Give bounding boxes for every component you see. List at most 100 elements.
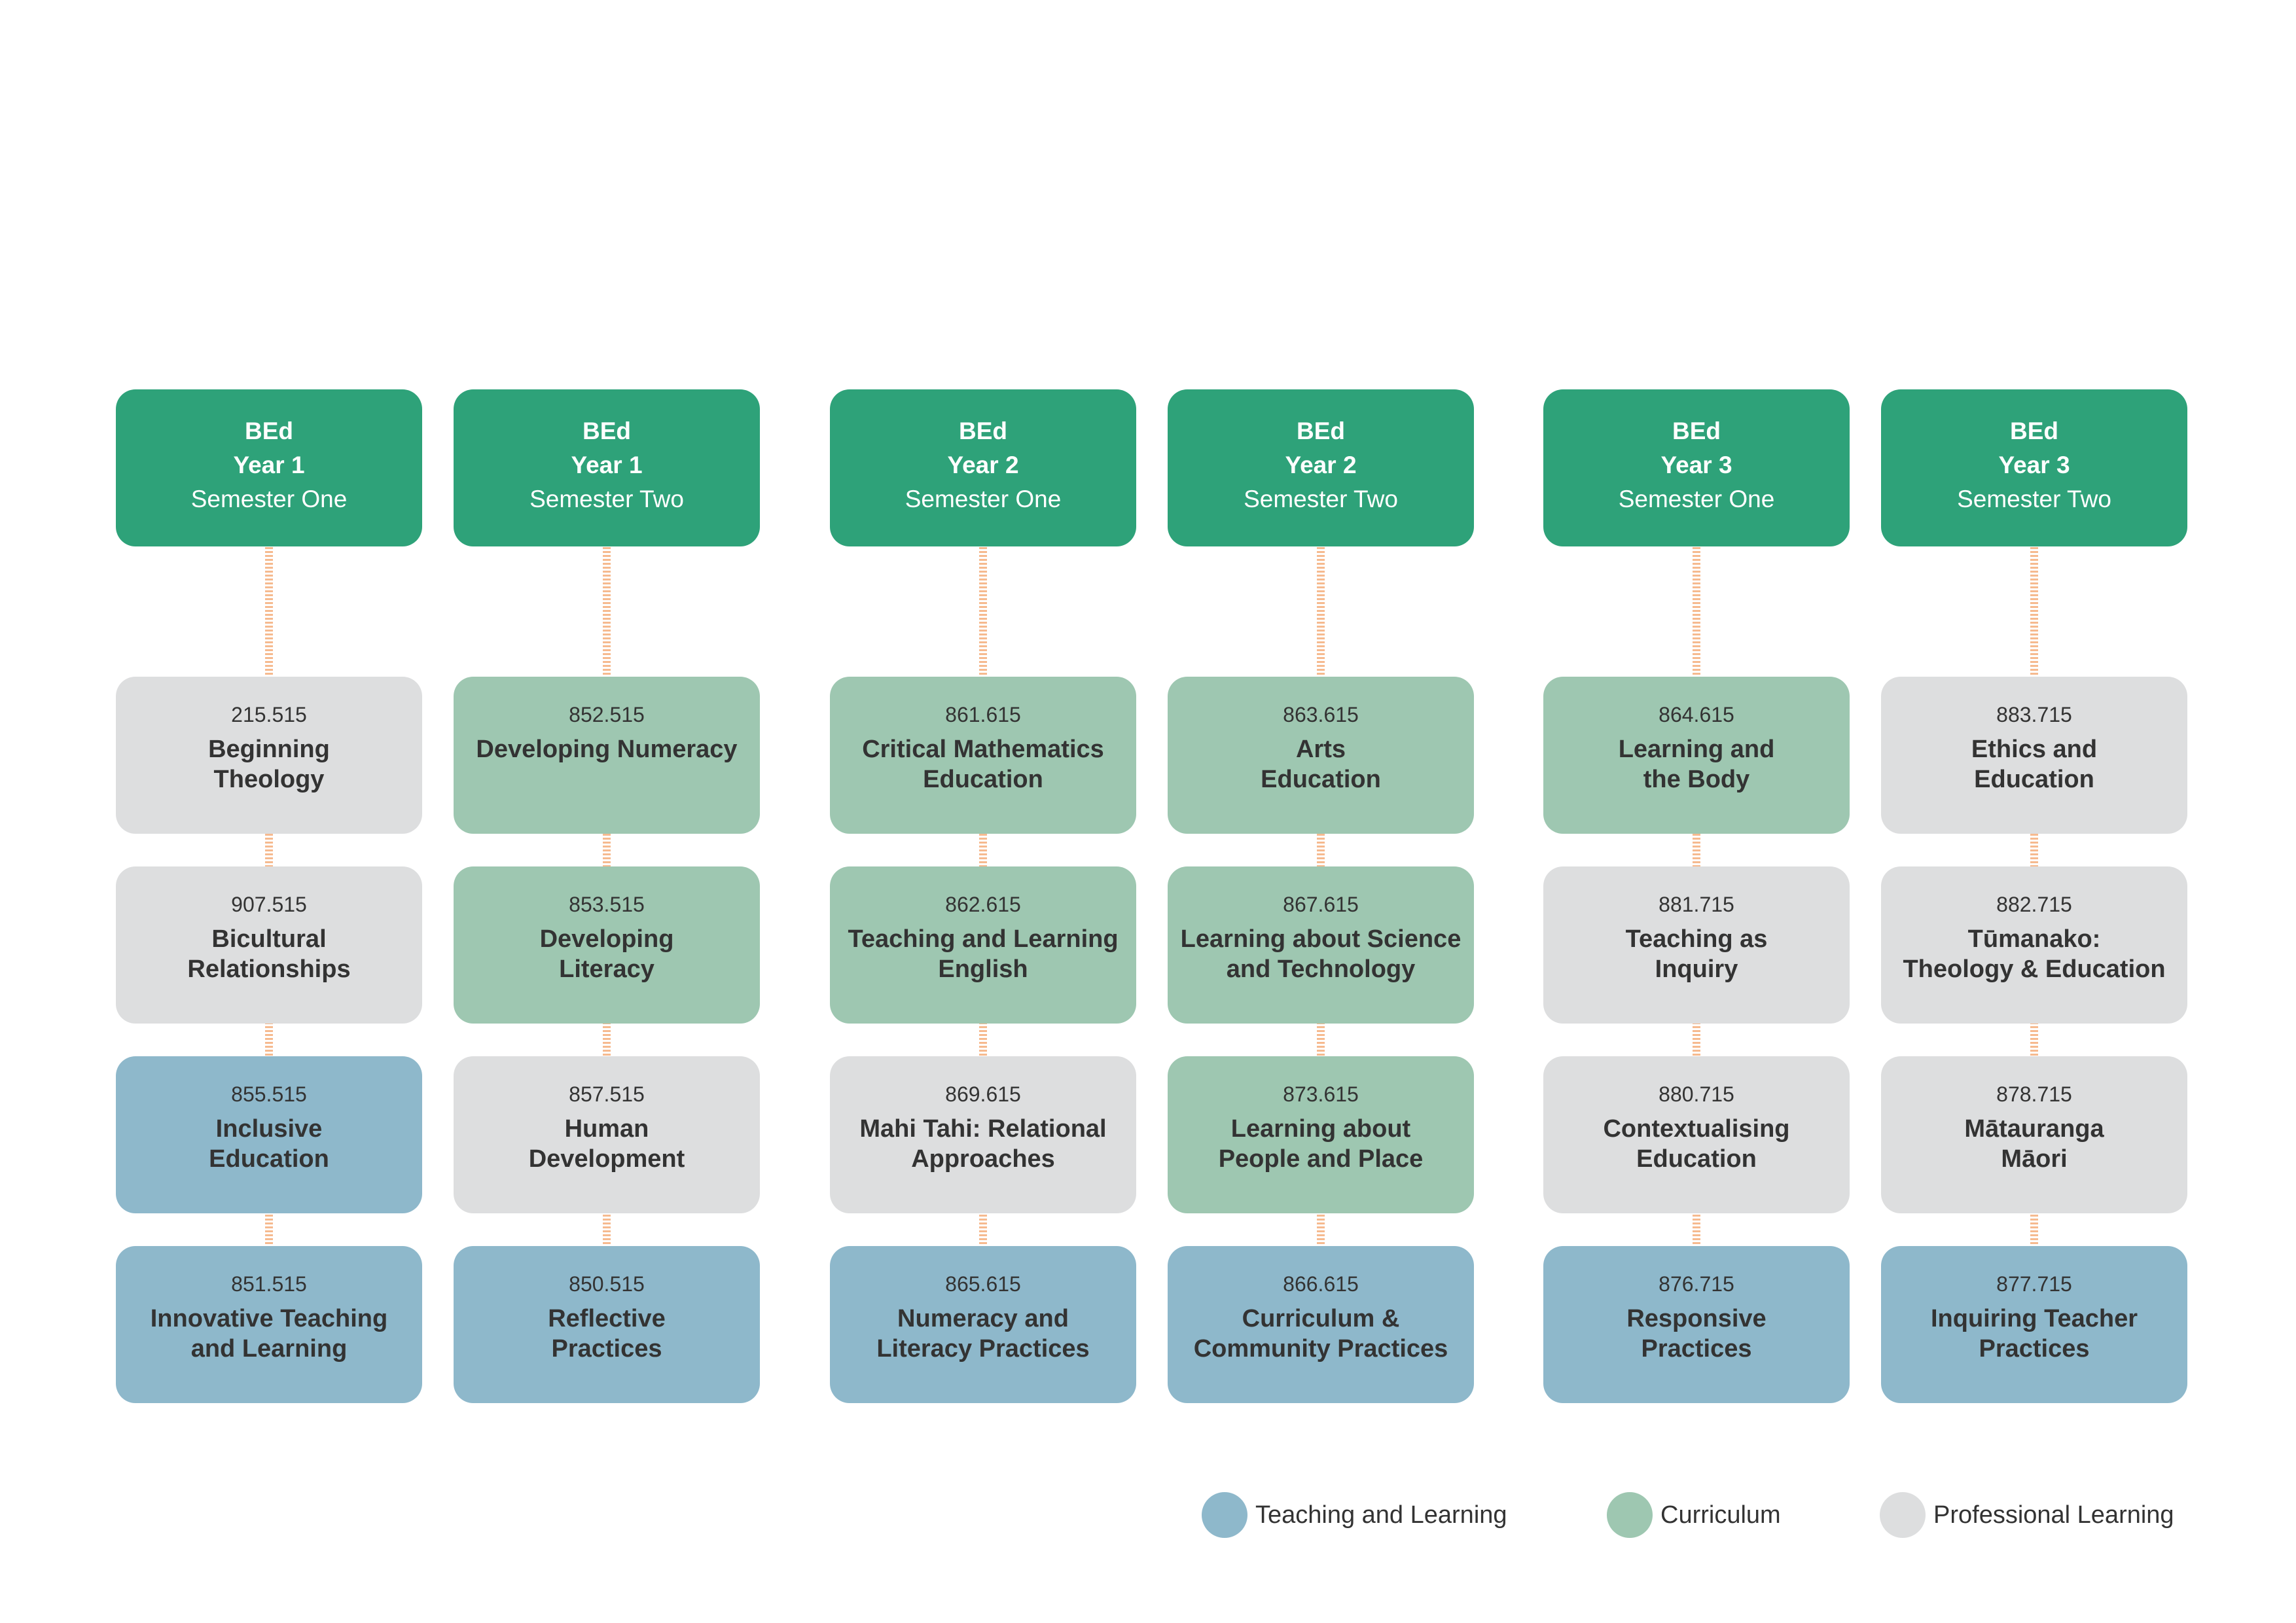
header-program: BEd — [1297, 418, 1345, 444]
course-title: Mātauranga Māori — [1964, 1115, 2104, 1173]
course-title: Tūmanako: Theology & Education — [1903, 925, 2166, 983]
course-title: Critical Mathematics Education — [862, 736, 1104, 793]
course-title: Numeracy and Literacy Practices — [876, 1305, 1090, 1363]
course-card: 866.615 Curriculum & Community Practices — [1168, 1246, 1474, 1403]
course-code: 853.515 — [569, 893, 645, 916]
header-year: Year 2 — [947, 452, 1019, 478]
header-program: BEd — [2010, 418, 2058, 444]
course-card: 869.615 Mahi Tahi: Relational Approaches — [830, 1056, 1136, 1213]
column-header: BEd Year 3 Semester Two — [1881, 389, 2187, 546]
course-card: 215.515 Beginning Theology — [116, 677, 422, 834]
course-code: 864.615 — [1659, 703, 1734, 726]
header-program: BEd — [1672, 418, 1721, 444]
header-semester: Semester Two — [1957, 486, 2111, 512]
course-card: 862.615 Teaching and Learning English — [830, 866, 1136, 1024]
header-semester: Semester Two — [529, 486, 684, 512]
column-header: BEd Year 2 Semester Two — [1168, 389, 1474, 546]
course-title: Developing Numeracy — [476, 736, 738, 763]
course-card: 867.615 Learning about Science and Techn… — [1168, 866, 1474, 1024]
course-card: 873.615 Learning about People and Place — [1168, 1056, 1474, 1213]
course-code: 852.515 — [569, 703, 645, 726]
course-title: Teaching as Inquiry — [1625, 925, 1768, 983]
course-code: 857.515 — [569, 1082, 645, 1106]
course-code: 862.615 — [945, 893, 1021, 916]
course-title: Reflective Practices — [548, 1305, 666, 1363]
header-program: BEd — [583, 418, 631, 444]
course-card: 880.715 Contextualising Education — [1543, 1056, 1850, 1213]
legend-label: Professional Learning — [1933, 1501, 2174, 1529]
course-title: Mahi Tahi: Relational Approaches — [859, 1115, 1107, 1173]
course-code: 877.715 — [1996, 1272, 2072, 1296]
course-title: Responsive Practices — [1626, 1305, 1767, 1363]
course-card: 878.715 Mātauranga Māori — [1881, 1056, 2187, 1213]
course-code: 873.615 — [1283, 1082, 1359, 1106]
course-card: 865.615 Numeracy and Literacy Practices — [830, 1246, 1136, 1403]
header-year: Year 3 — [1660, 452, 1732, 478]
course-card: 855.515 Inclusive Education — [116, 1056, 422, 1213]
header-semester: Semester One — [905, 486, 1062, 512]
column-header: BEd Year 1 Semester One — [116, 389, 422, 546]
column-header: BEd Year 3 Semester One — [1543, 389, 1850, 546]
course-card: 864.615 Learning and the Body — [1543, 677, 1850, 834]
course-card: 850.515 Reflective Practices — [454, 1246, 760, 1403]
column-year-1-semester-one: BEd Year 1 Semester One 215.515 Beginnin… — [116, 0, 422, 1440]
course-title: Contextualising Education — [1603, 1115, 1790, 1173]
legend-label: Curriculum — [1660, 1501, 1781, 1529]
course-card: 907.515 Bicultural Relationships — [116, 866, 422, 1024]
course-title: Developing Literacy — [539, 925, 674, 983]
course-title: Arts Education — [1261, 736, 1381, 793]
column-year-3-semester-one: BEd Year 3 Semester One 864.615 Learning… — [1543, 0, 1850, 1440]
legend-swatch — [1880, 1492, 1926, 1538]
column-year-3-semester-two: BEd Year 3 Semester Two 883.715 Ethics a… — [1881, 0, 2187, 1440]
column-header: BEd Year 1 Semester Two — [454, 389, 760, 546]
course-title: Bicultural Relationships — [187, 925, 351, 983]
course-card: 857.515 Human Development — [454, 1056, 760, 1213]
column-year-1-semester-two: BEd Year 1 Semester Two 852.515 Developi… — [454, 0, 760, 1440]
header-semester: Semester Two — [1244, 486, 1398, 512]
legend-swatch — [1607, 1492, 1653, 1538]
course-card: 881.715 Teaching as Inquiry — [1543, 866, 1850, 1024]
course-card: 877.715 Inquiring Teacher Practices — [1881, 1246, 2187, 1403]
course-title: Human Development — [528, 1115, 685, 1173]
course-title: Curriculum & Community Practices — [1193, 1305, 1448, 1363]
course-card: 851.515 Innovative Teaching and Learning — [116, 1246, 422, 1403]
column-year-2-semester-one: BEd Year 2 Semester One 861.615 Critical… — [830, 0, 1136, 1440]
course-code: 855.515 — [231, 1082, 307, 1106]
header-program: BEd — [245, 418, 293, 444]
header-year: Year 3 — [1998, 452, 2070, 478]
legend-item-curriculum: Curriculum — [1607, 1492, 1816, 1538]
course-code: 878.715 — [1996, 1082, 2072, 1106]
course-title: Inclusive Education — [209, 1115, 329, 1173]
course-title: Teaching and Learning English — [848, 925, 1119, 983]
header-program: BEd — [959, 418, 1007, 444]
course-card: 861.615 Critical Mathematics Education — [830, 677, 1136, 834]
course-code: 876.715 — [1659, 1272, 1734, 1296]
course-card: 883.715 Ethics and Education — [1881, 677, 2187, 834]
course-card: 863.615 Arts Education — [1168, 677, 1474, 834]
course-code: 883.715 — [1996, 703, 2072, 726]
course-code: 907.515 — [231, 893, 307, 916]
legend-item-teaching-and-learning: Teaching and Learning — [1202, 1492, 1542, 1538]
course-code: 867.615 — [1283, 893, 1359, 916]
course-card: 852.515 Developing Numeracy — [454, 677, 760, 834]
column-header: BEd Year 2 Semester One — [830, 389, 1136, 546]
course-code: 866.615 — [1283, 1272, 1359, 1296]
course-card: 853.515 Developing Literacy — [454, 866, 760, 1024]
header-semester: Semester One — [190, 486, 348, 512]
course-title: Ethics and Education — [1971, 736, 2098, 793]
legend-label: Teaching and Learning — [1255, 1501, 1507, 1529]
course-code: 869.615 — [945, 1082, 1021, 1106]
course-card: 882.715 Tūmanako: Theology & Education — [1881, 866, 2187, 1024]
header-year: Year 1 — [233, 452, 305, 478]
course-code: 863.615 — [1283, 703, 1359, 726]
legend-swatch — [1202, 1492, 1247, 1538]
course-code: 215.515 — [231, 703, 307, 726]
header-semester: Semester One — [1618, 486, 1775, 512]
course-code: 865.615 — [945, 1272, 1021, 1296]
course-title: Beginning Theology — [208, 736, 330, 793]
course-code: 861.615 — [945, 703, 1021, 726]
course-code: 882.715 — [1996, 893, 2072, 916]
course-code: 851.515 — [231, 1272, 307, 1296]
course-title: Innovative Teaching and Learning — [150, 1305, 388, 1363]
